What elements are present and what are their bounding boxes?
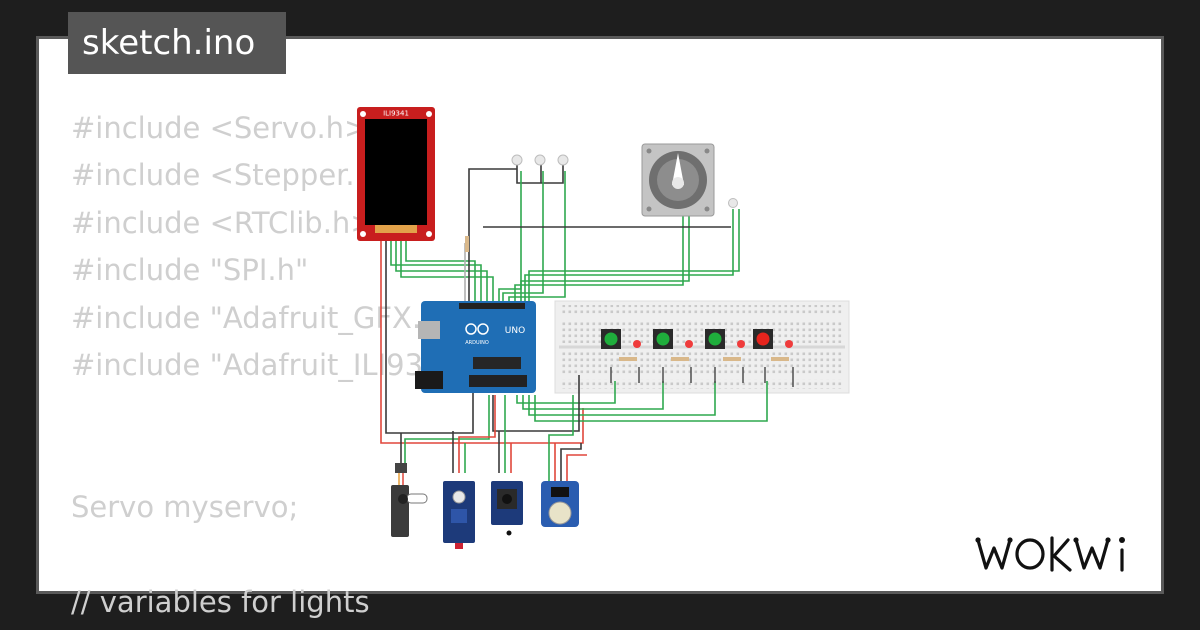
arduino-uno: UNO ARDUINO xyxy=(415,301,536,393)
board-label: UNO xyxy=(505,326,525,336)
display-label: ILI9341 xyxy=(383,110,409,118)
file-tab[interactable]: sketch.ino xyxy=(68,12,286,74)
button-green-3 xyxy=(708,332,722,346)
button-green-1 xyxy=(604,332,618,346)
board-leds xyxy=(610,340,794,387)
button-green-2 xyxy=(656,332,670,346)
pushbuttons xyxy=(601,329,773,349)
wires xyxy=(380,165,768,481)
code-line: Servo myservo; xyxy=(71,490,299,525)
top-leds xyxy=(465,154,738,252)
wokwi-logo xyxy=(975,536,1125,572)
preview-card: #include <Servo.h> #include <Stepper.h> … xyxy=(36,36,1164,619)
code-line: #include <Servo.h> xyxy=(71,111,369,145)
board-brand: ARDUINO xyxy=(465,340,489,346)
stepper-motor xyxy=(641,143,715,217)
code-line: #include "SPI.h" xyxy=(71,253,309,288)
sensor-modules xyxy=(443,481,579,549)
code-line: #include "Adafruit_GFX.h" xyxy=(71,300,453,335)
circuit-diagram: ILI9341 xyxy=(357,107,850,549)
tft-display: ILI9341 xyxy=(357,107,435,241)
code-line: // variables for lights xyxy=(71,584,370,619)
servo-motor xyxy=(391,463,428,537)
button-red xyxy=(756,332,770,346)
code-line: #include <RTClib.h> xyxy=(71,205,375,240)
breadboard xyxy=(554,300,850,394)
